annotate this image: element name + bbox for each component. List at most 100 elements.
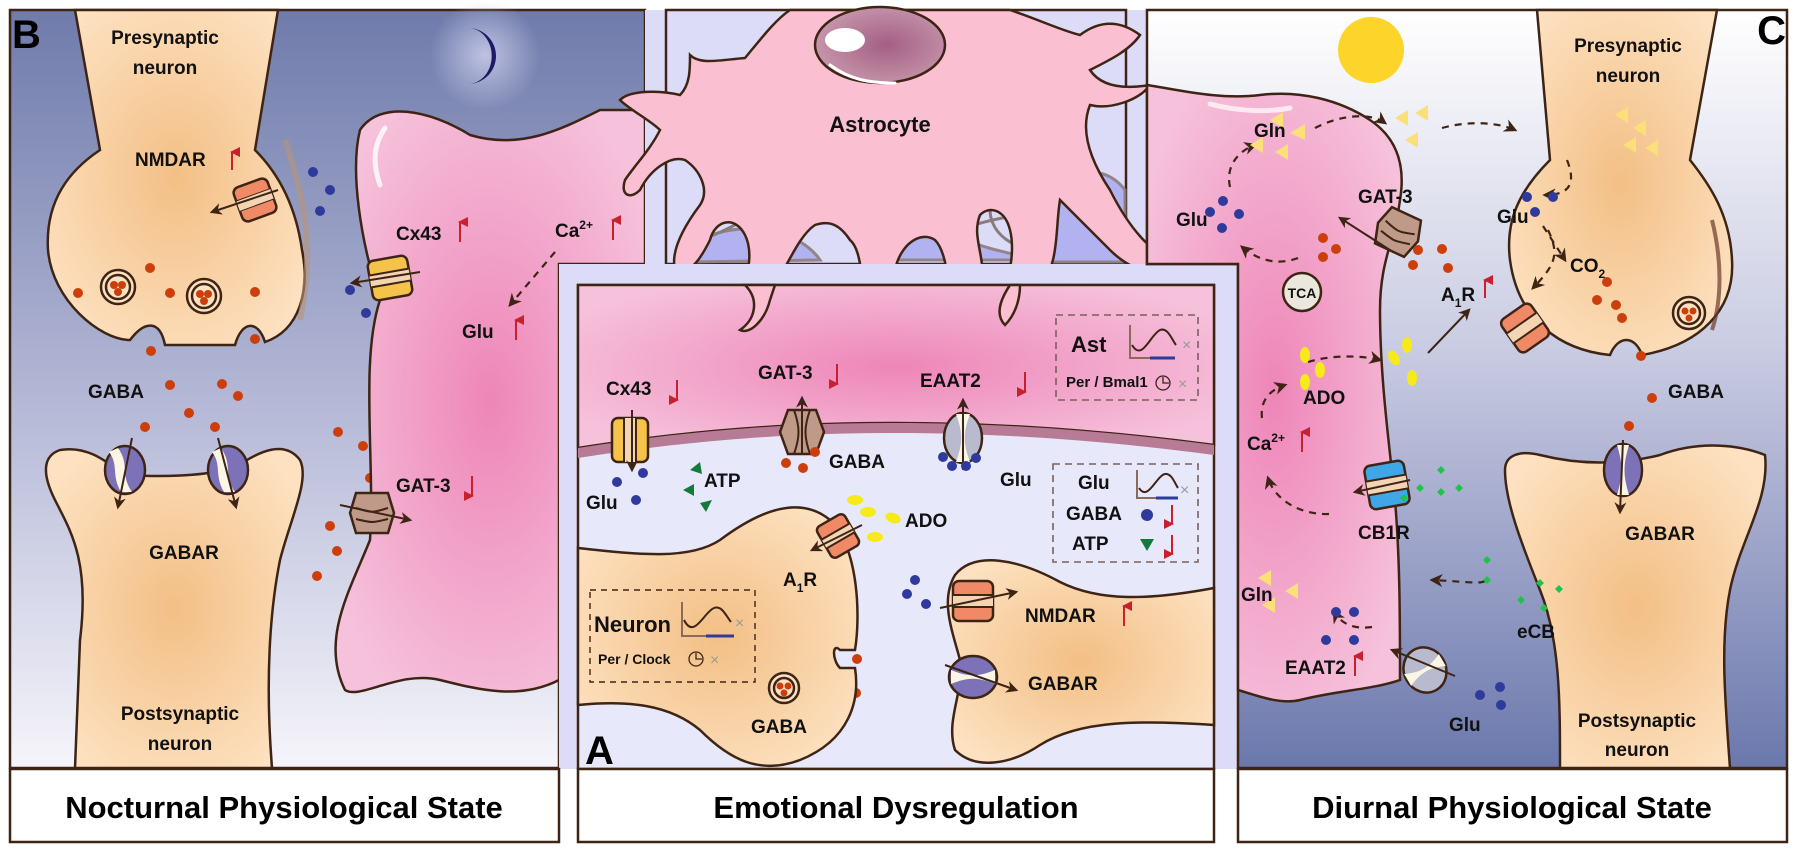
moon-icon bbox=[430, 0, 540, 110]
eaat2-label: EAAT2 bbox=[1285, 658, 1346, 679]
gaba-label: GABA bbox=[829, 452, 885, 473]
adenosine-molecules bbox=[1300, 337, 1417, 390]
gaba-label: GABA bbox=[88, 382, 144, 403]
nmdar-label: NMDAR bbox=[135, 150, 206, 171]
presynaptic-neuron bbox=[1507, 8, 1734, 357]
clock-icon bbox=[1155, 375, 1171, 391]
endocannabinoid-molecules bbox=[1400, 466, 1563, 612]
astrocyte-process-night bbox=[334, 108, 647, 694]
tca-label: TCA bbox=[1288, 285, 1317, 301]
astrocyte-clock-legend: Ast × Per / Bmal1 × bbox=[1055, 314, 1199, 401]
glutamine-molecules bbox=[1250, 105, 1658, 613]
glutamate-molecules bbox=[612, 452, 981, 609]
glutamate-molecules bbox=[1205, 192, 1558, 710]
legend-row-label: GABA bbox=[1066, 504, 1122, 525]
caption-row: Nocturnal Physiological State Emotional … bbox=[8, 767, 1789, 844]
astrocyte-label: Astrocyte bbox=[829, 112, 930, 137]
ado-label: ADO bbox=[905, 511, 947, 532]
calcium-label: Ca2+ bbox=[555, 218, 593, 242]
cx43-label: Cx43 bbox=[396, 224, 441, 245]
gaba-molecules bbox=[1318, 233, 1657, 431]
gabar-channel bbox=[947, 654, 999, 700]
glutamate-label: Glu bbox=[1497, 207, 1529, 228]
transmitter-legend: Glu × GABA ATP bbox=[1052, 463, 1199, 563]
a1r-receptor bbox=[1499, 302, 1551, 354]
presynaptic-neuron bbox=[46, 8, 306, 347]
rhythm-curve-icon bbox=[681, 602, 734, 638]
postsynaptic-label: Postsynaptic bbox=[121, 704, 240, 725]
glutamate-label: Glu bbox=[586, 493, 618, 514]
cx43-channel bbox=[366, 254, 414, 302]
presynaptic-label: Presynaptic bbox=[111, 28, 219, 49]
cx43-label: Cx43 bbox=[606, 379, 651, 400]
nmdar-label: NMDAR bbox=[1025, 606, 1096, 627]
gat3-transporter bbox=[348, 491, 396, 535]
caption-nocturnal: Nocturnal Physiological State bbox=[65, 790, 503, 825]
glutamate-label: Glu bbox=[462, 322, 494, 343]
eaat2-label: EAAT2 bbox=[920, 371, 981, 392]
glutamate-label: Glu bbox=[1449, 715, 1481, 736]
disrupted-x-icon: × bbox=[1180, 482, 1189, 499]
disrupted-x-icon: × bbox=[1182, 337, 1191, 354]
panel-a: Ast × Per / Bmal1 × bbox=[559, 264, 1238, 773]
legend-row-label: ATP bbox=[1072, 534, 1109, 555]
synaptic-vesicle bbox=[1671, 295, 1707, 331]
calcium-label: Ca2+ bbox=[1247, 431, 1285, 455]
gat3-transporter bbox=[1373, 205, 1423, 259]
ecb-label: eCB bbox=[1517, 622, 1555, 643]
atp-label: ATP bbox=[704, 471, 741, 492]
ado-label: ADO bbox=[1303, 388, 1345, 409]
caption-box-b bbox=[8, 767, 561, 844]
caption-diurnal: Diurnal Physiological State bbox=[1312, 790, 1712, 825]
adenosine-molecules bbox=[847, 495, 901, 542]
glutamine-label: Gln bbox=[1254, 121, 1286, 142]
postsynaptic-neuron bbox=[44, 447, 304, 770]
synaptic-vesicle bbox=[185, 277, 223, 315]
gat3-label: GAT-3 bbox=[758, 363, 813, 384]
gat3-label: GAT-3 bbox=[396, 476, 451, 497]
panel-b: B Presynaptic neuron NMDAR Cx43 Ca2+ Glu… bbox=[8, 0, 647, 770]
legend-row-label: Glu bbox=[1078, 473, 1110, 494]
gabar-label: GABAR bbox=[1625, 524, 1695, 545]
postsynaptic-label: Postsynaptic bbox=[1578, 711, 1697, 732]
neuron-clock-legend: Neuron × Per / Clock × bbox=[589, 589, 756, 683]
ast-box-genes: Per / Bmal1 bbox=[1066, 374, 1148, 391]
panel-letter-a: A bbox=[585, 729, 614, 773]
caption-emotional: Emotional Dysregulation bbox=[713, 790, 1078, 825]
astrocyte-network-window: Astrocyte bbox=[618, 5, 1178, 317]
cb1r-label: CB1R bbox=[1358, 523, 1410, 544]
presynaptic-label-line2: neuron bbox=[1596, 66, 1660, 87]
ast-box-title: Ast bbox=[1071, 332, 1107, 357]
a1r-label: A1R bbox=[1441, 285, 1475, 310]
atp-symbol-icon bbox=[1140, 539, 1154, 551]
clock-icon bbox=[688, 651, 704, 667]
panel-letter-c: C bbox=[1757, 9, 1786, 53]
gabar-channel bbox=[206, 444, 250, 496]
disrupted-x-icon: × bbox=[1178, 376, 1187, 393]
a1r-label: A1R bbox=[783, 570, 817, 595]
cx43-channel bbox=[610, 416, 650, 464]
neuron-box-title: Neuron bbox=[594, 612, 671, 637]
panel-c: TCA C Presynaptic neuron Gln Glu GAT-3 G… bbox=[1145, 8, 1789, 770]
postsynaptic-label-line2: neuron bbox=[1605, 740, 1669, 761]
caption-box-c bbox=[1236, 767, 1789, 844]
gat3-label: GAT-3 bbox=[1358, 187, 1413, 208]
tca-cycle-icon: TCA bbox=[1281, 271, 1323, 313]
rhythm-curve-icon bbox=[1136, 470, 1179, 500]
neuron-box-genes: Per / Clock bbox=[598, 651, 671, 667]
glutamate-label: Glu bbox=[1176, 210, 1208, 231]
presynaptic-label: Presynaptic bbox=[1574, 36, 1682, 57]
gaba-label: GABA bbox=[751, 717, 807, 738]
disrupted-x-icon: × bbox=[735, 615, 744, 632]
atp-molecules bbox=[683, 462, 712, 512]
caption-box-a bbox=[576, 767, 1216, 844]
postsynaptic-label-line2: neuron bbox=[148, 734, 212, 755]
synaptic-vesicle bbox=[99, 268, 137, 306]
gabar-label: GABAR bbox=[1028, 674, 1098, 695]
panel-letter-b: B bbox=[12, 13, 41, 57]
gaba-symbol-icon bbox=[1141, 509, 1153, 521]
synaptic-vesicle bbox=[767, 671, 801, 705]
rhythm-curve-icon bbox=[1129, 325, 1177, 360]
gaba-label: GABA bbox=[1668, 382, 1724, 403]
